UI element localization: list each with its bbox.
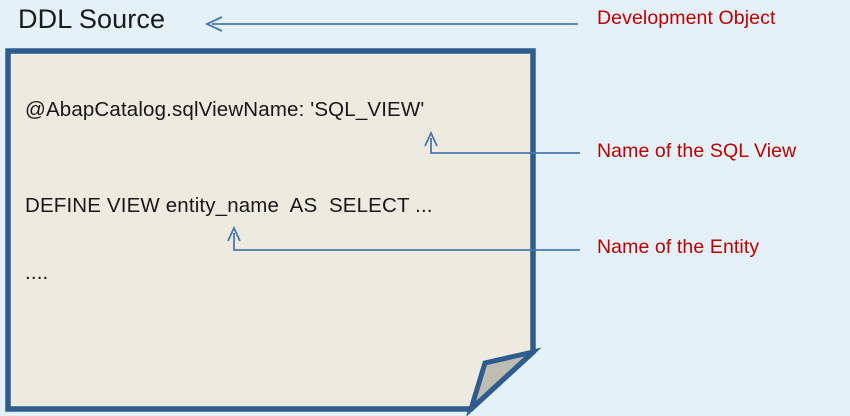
code-line-ellipsis: ....: [25, 261, 49, 284]
leader-line-sql-view-name: [424, 130, 580, 154]
code-line-define-view: DEFINE VIEW entity_name AS SELECT ...: [25, 194, 433, 217]
leader-line-development-object: [204, 16, 578, 32]
leader-line-entity-name: [227, 225, 580, 251]
document-folded-corner: [466, 347, 542, 416]
code-line-sql-view-annotation: @AbapCatalog.sqlViewName: 'SQL_VIEW': [25, 98, 425, 121]
callout-label-development-object: Development Object: [597, 7, 776, 29]
callout-label-entity-name: Name of the Entity: [597, 236, 760, 258]
callout-label-sql-view-name: Name of the SQL View: [597, 140, 797, 162]
ddl-source-document-shape: [5, 48, 542, 416]
page-title: DDL Source: [18, 4, 166, 34]
